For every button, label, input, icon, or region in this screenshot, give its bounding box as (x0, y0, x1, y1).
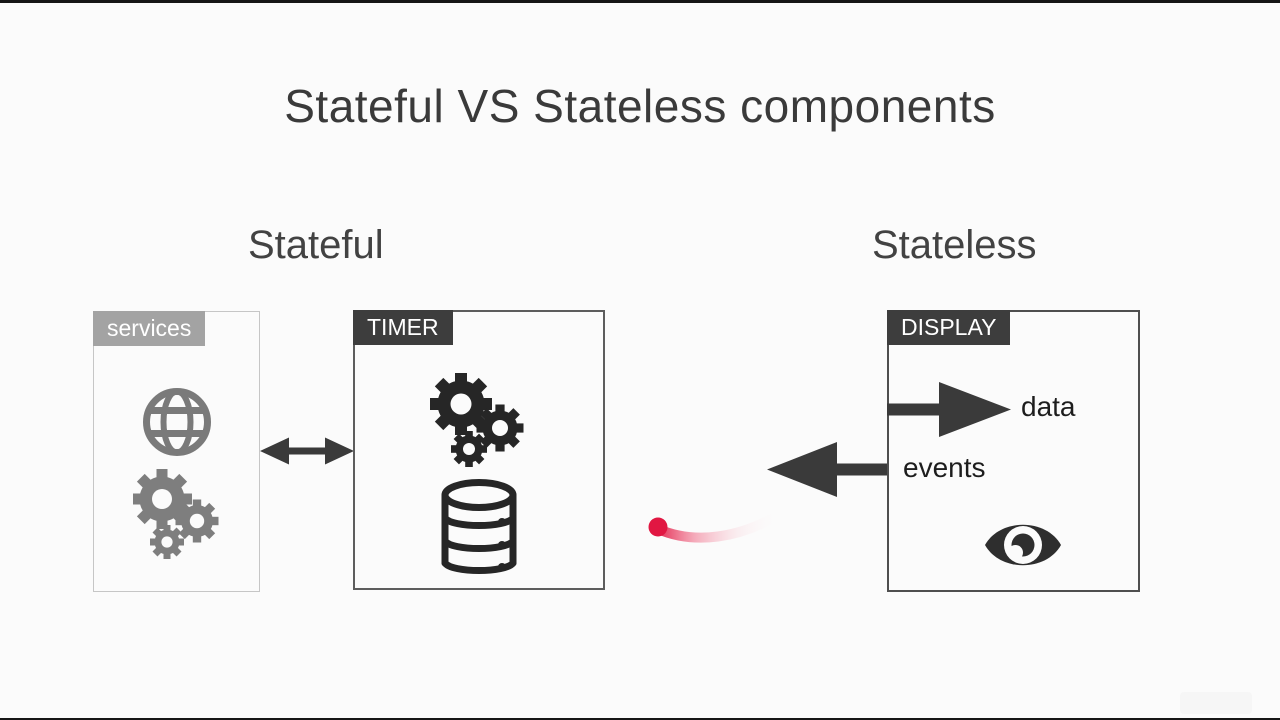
letterbox-bottom (0, 718, 1280, 720)
gears-icon (430, 373, 524, 467)
timer-box-header: TIMER (353, 310, 453, 345)
services-box: services (93, 311, 260, 592)
data-arrow-right-icon (887, 382, 1011, 437)
slide-title: Stateful VS Stateless components (284, 80, 996, 132)
bidirectional-arrow-icon (260, 437, 354, 465)
gears-icon (133, 469, 219, 559)
laser-pointer-trail (648, 509, 785, 543)
globe-icon (143, 388, 211, 456)
display-box: DISPLAY (887, 310, 1140, 592)
display-box-header: DISPLAY (887, 310, 1011, 345)
data-label: data (1021, 391, 1076, 422)
letterbox-top (0, 0, 1280, 3)
stateless-section-label: Stateless (872, 223, 1037, 267)
events-arrow-left-icon (767, 442, 889, 497)
stateful-section-label: Stateful (248, 223, 384, 267)
eye-icon (985, 524, 1061, 566)
events-label: events (903, 452, 986, 483)
timer-box: TIMER (353, 310, 605, 590)
services-box-header: services (93, 311, 206, 346)
database-icon (441, 479, 517, 574)
watermark (1180, 692, 1252, 714)
